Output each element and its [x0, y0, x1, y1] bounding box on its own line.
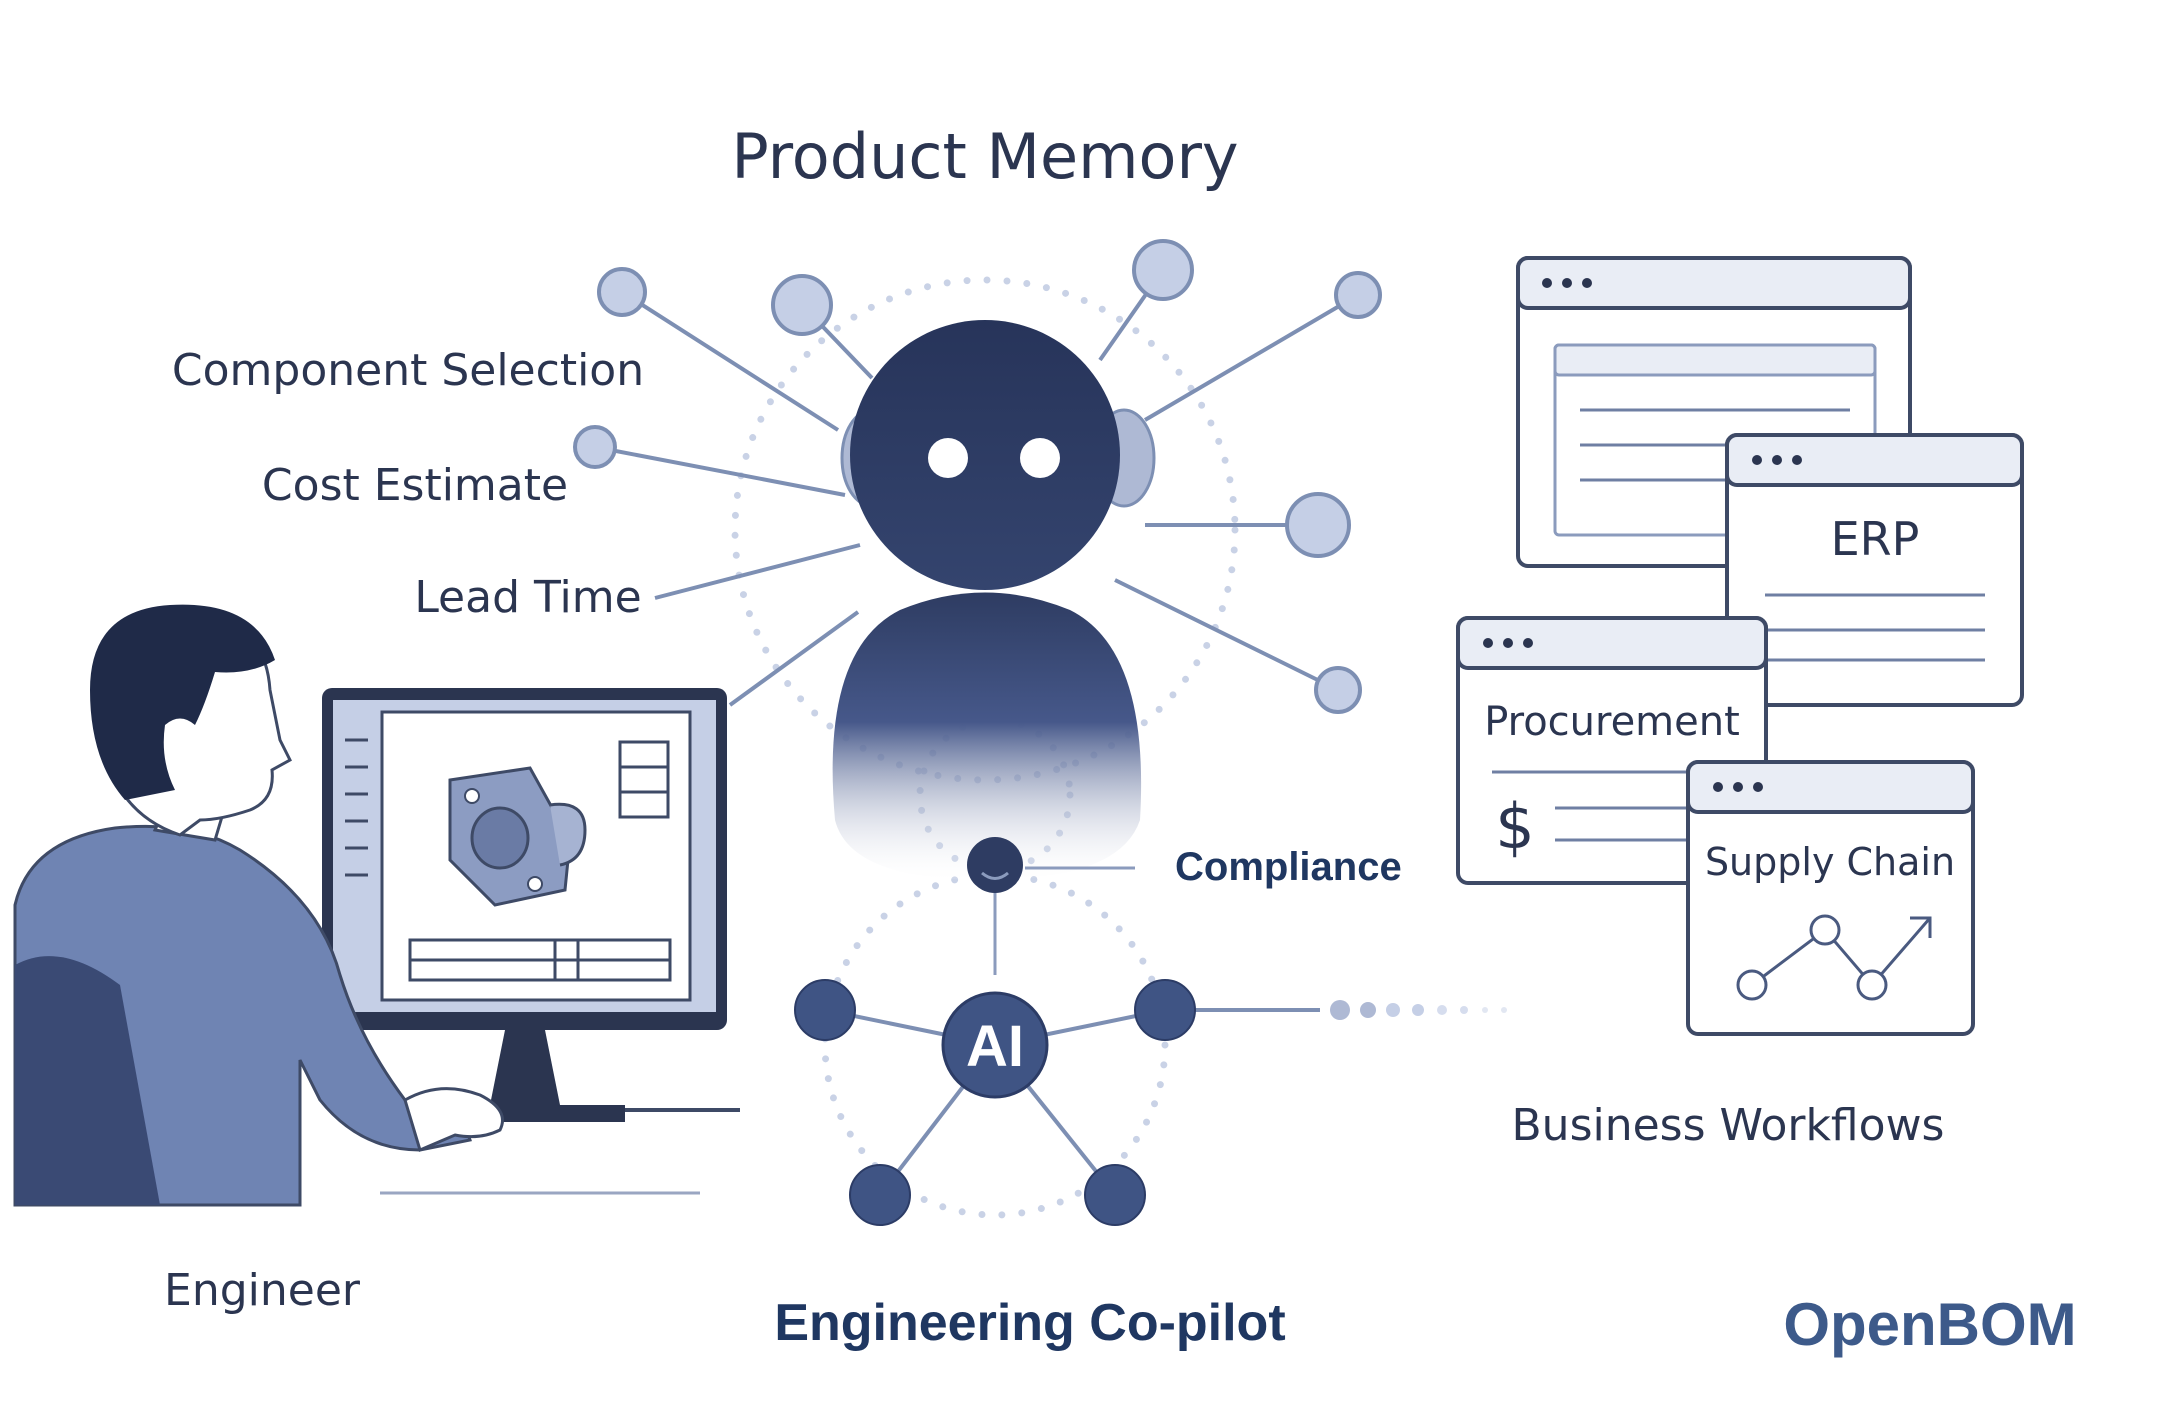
- label-engineer: Engineer: [164, 1265, 361, 1316]
- compliance-node: [967, 837, 1023, 893]
- trend-chart-icon: [1736, 914, 1932, 1001]
- label-supply-chain: Supply Chain: [1705, 840, 1955, 884]
- svg-text:AI: AI: [966, 1014, 1024, 1079]
- label-erp: ERP: [1831, 512, 1920, 566]
- window-supply-chain: Supply Chain: [1686, 760, 1975, 1036]
- computer-monitor-icon: [322, 688, 727, 1122]
- memory-nodes: [573, 239, 1382, 714]
- label-lead-time: Lead Time: [414, 572, 641, 623]
- memory-halo-ring: [731, 276, 1239, 784]
- window-erp: ERP: [1725, 433, 2024, 707]
- label-cost-estimate: Cost Estimate: [262, 460, 568, 511]
- diagram-title: Product Memory: [731, 120, 1238, 193]
- label-business-workflows: Business Workflows: [1512, 1100, 1945, 1151]
- label-engineering-copilot: Engineering Co-pilot: [774, 1294, 1285, 1352]
- engineer-scene: [13, 604, 740, 1207]
- cad-part-icon: [448, 766, 587, 907]
- label-component-selection: Component Selection: [172, 345, 644, 396]
- memory-spokes: [594, 268, 1360, 707]
- label-procurement: Procurement: [1484, 699, 1740, 745]
- window-procurement: Procurement $: [1456, 616, 1768, 885]
- robot-avatar-icon: [832, 320, 1156, 880]
- openbom-logo: OpenBOM: [1783, 1291, 2076, 1358]
- compliance-node-smile: [981, 871, 1009, 880]
- dollar-icon: $: [1495, 790, 1534, 863]
- label-compliance: Compliance: [1175, 845, 1402, 889]
- ai-badge: AI: [941, 991, 1049, 1099]
- copilot-network: [794, 979, 1507, 1226]
- engineer-figure-icon: [13, 604, 504, 1207]
